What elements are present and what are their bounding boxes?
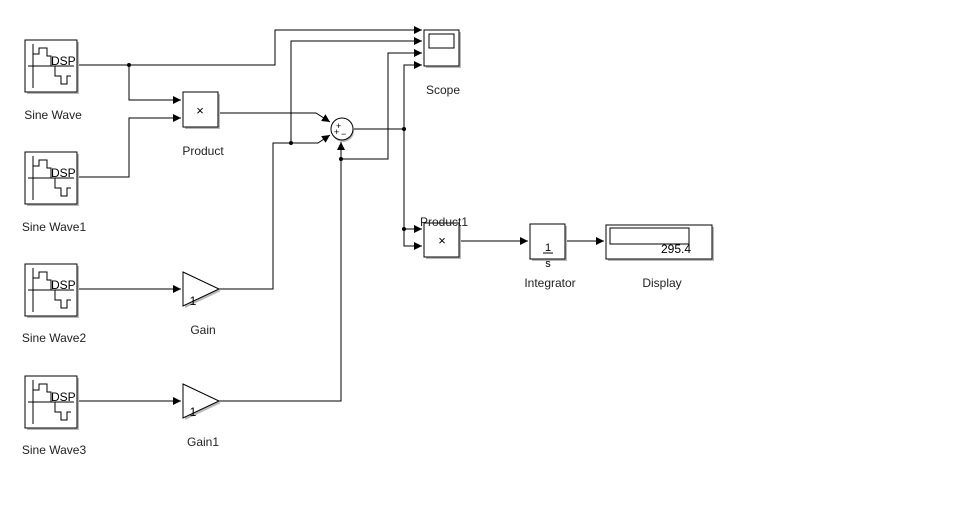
product1-block[interactable]: ×: [423, 222, 461, 259]
wire-sum-product1-a[interactable]: [403, 129, 422, 233]
sum-sign-1: +: [336, 121, 341, 131]
branch-point: [339, 157, 343, 161]
wire-gain1-scope[interactable]: [341, 49, 422, 160]
sum-block[interactable]: + + −: [330, 117, 354, 142]
dsp-icon-text: DSP: [51, 54, 76, 68]
sine-wave1-block[interactable]: DSP: [24, 151, 79, 206]
product1-label: Product1: [419, 215, 469, 229]
product-label: Product: [182, 144, 224, 158]
scope-block[interactable]: [423, 29, 461, 68]
sine-wave2-label: Sine Wave2: [21, 331, 87, 345]
display-value: 295.4: [661, 242, 691, 256]
wire-gain-scope[interactable]: [290, 37, 422, 143]
scope-screen-icon: [428, 33, 455, 49]
wire-product-sum[interactable]: [218, 112, 331, 123]
sum-sign-2: +: [334, 127, 339, 137]
branch-point: [127, 63, 131, 67]
signal-lines: [78, 26, 604, 405]
integrator-numerator: 1: [545, 242, 551, 254]
wire-sinewave-scope[interactable]: [78, 26, 422, 66]
dsp-icon-text: DSP: [51, 166, 76, 180]
gain1-block[interactable]: 1: [182, 383, 221, 420]
gain1-value: 1: [190, 405, 197, 419]
multiply-icon: ×: [438, 233, 446, 248]
branch-point: [402, 227, 406, 231]
product-block[interactable]: ×: [182, 91, 220, 129]
display-block[interactable]: 295.4: [605, 224, 714, 261]
dsp-icon-text: DSP: [51, 390, 76, 404]
sine-wave2-block[interactable]: DSP: [24, 263, 79, 318]
sine-wave1-label: Sine Wave1: [21, 220, 87, 234]
wire-gain-sum[interactable]: [219, 134, 331, 290]
integrator-label: Integrator: [524, 276, 576, 290]
wire-sinewave1-product[interactable]: [78, 114, 181, 178]
sum-sign-3: −: [341, 129, 346, 139]
display-label: Display: [642, 276, 682, 290]
sine-wave-label: Sine Wave: [24, 108, 82, 122]
sine-wave3-label: Sine Wave3: [21, 443, 87, 457]
integrator-block[interactable]: 1 s: [529, 223, 567, 270]
gain1-label: Gain1: [186, 435, 220, 449]
sine-wave-block[interactable]: DSP: [24, 39, 79, 94]
sine-wave3-block[interactable]: DSP: [24, 375, 79, 430]
gain-block[interactable]: 1: [182, 271, 221, 308]
wire-gain1-sum[interactable]: [219, 142, 345, 402]
gain-label: Gain: [190, 323, 216, 337]
wire-sum-scope[interactable]: [354, 61, 422, 130]
wire-sum-product1-b[interactable]: [403, 229, 422, 250]
integrator-denominator: s: [545, 258, 551, 270]
scope-label: Scope: [425, 83, 461, 97]
multiply-icon: ×: [196, 103, 204, 118]
gain-value: 1: [190, 294, 197, 308]
branch-point: [402, 127, 406, 131]
wire-sinewave-product[interactable]: [128, 65, 181, 104]
dsp-icon-text: DSP: [51, 278, 76, 292]
branch-point: [289, 141, 293, 145]
